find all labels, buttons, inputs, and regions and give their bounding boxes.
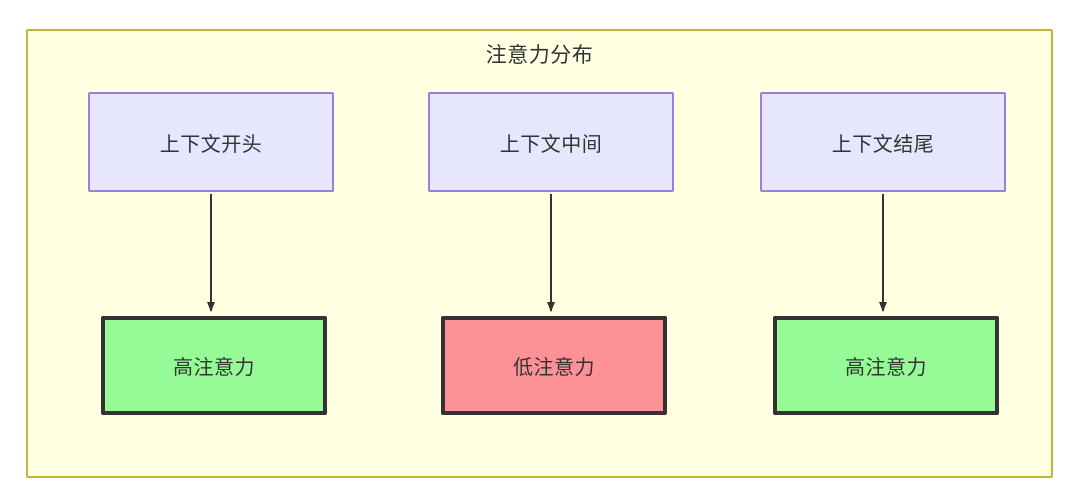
node-attention-middle[interactable]: 低注意力: [441, 316, 667, 415]
node-attention-end[interactable]: 高注意力: [773, 316, 999, 415]
node-context-start[interactable]: 上下文开头: [88, 92, 334, 192]
node-label: 高注意力: [173, 357, 255, 379]
node-context-end[interactable]: 上下文结尾: [760, 92, 1006, 192]
node-label: 上下文开头: [159, 133, 263, 156]
node-label: 上下文中间: [499, 133, 603, 156]
node-label: 上下文结尾: [831, 133, 935, 156]
node-label: 高注意力: [845, 357, 927, 379]
node-attention-start[interactable]: 高注意力: [101, 316, 327, 415]
node-context-middle[interactable]: 上下文中间: [428, 92, 674, 192]
node-label: 低注意力: [513, 357, 595, 379]
subgraph-title: 注意力分布: [485, 44, 594, 67]
